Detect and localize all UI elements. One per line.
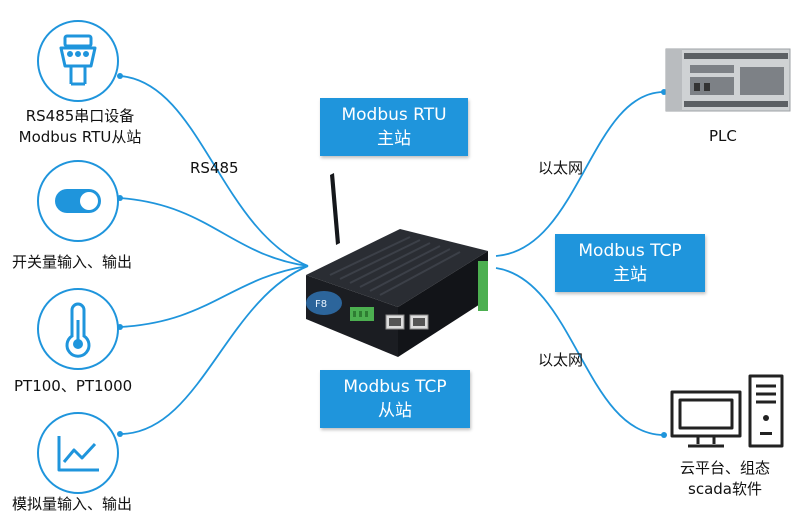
gateway-led-text: F8: [315, 299, 327, 310]
pt100-label: PT100、PT1000: [14, 377, 133, 395]
serial-device-label: RS485串口设备 Modbus RTU从站: [18, 107, 142, 146]
cloud-scada-label: 云平台、组态 scada软件: [679, 459, 770, 498]
serial-connector-icon: [37, 20, 119, 102]
analog-chart-icon: [37, 412, 119, 494]
link-serial-device: [119, 75, 309, 267]
link-switch-io: [119, 197, 309, 267]
switch-io-label: 开关量输入、输出: [12, 253, 133, 271]
gateway-device-icon: F8: [306, 173, 488, 357]
link-analog-io: [119, 265, 309, 435]
modbus-tcp-master-badge: Modbus TCP 主站: [555, 234, 705, 292]
computer-icon: [670, 374, 784, 448]
analog-io-label: 模拟量输入、输出: [12, 495, 133, 513]
ethernet-link-label-bottom: 以太网: [538, 351, 584, 369]
link-pt100: [119, 265, 309, 328]
link-computer: [495, 267, 665, 436]
toggle-switch-icon: [37, 160, 119, 242]
ethernet-link-label-top: 以太网: [538, 159, 584, 177]
rs485-link-label: RS485: [190, 159, 239, 177]
modbus-tcp-slave-badge: Modbus TCP 从站: [320, 370, 470, 428]
modbus-rtu-master-badge: Modbus RTU 主站: [320, 98, 468, 156]
thermometer-icon: [37, 288, 119, 370]
link-plc: [495, 91, 665, 257]
plc-device-icon: [665, 48, 791, 112]
plc-label: PLC: [709, 127, 737, 145]
